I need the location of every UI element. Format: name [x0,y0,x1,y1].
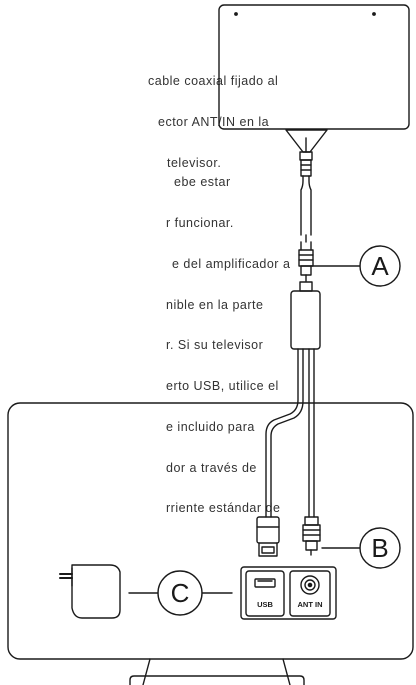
callout-a-label: A [371,251,389,281]
coax-plug-icon [302,516,321,556]
tv-back-icon [7,402,414,685]
instruction-line: cable coaxial fijado al [148,74,279,89]
instruction-step-2: ebe estar r funcionar. e del amplificado… [0,149,290,543]
callout-b [321,527,401,569]
instruction-line: r. Si su televisor [166,338,264,353]
amplifier-cables [265,348,315,518]
usb-port-label: USB [257,600,273,609]
amplifier-icon [290,281,321,350]
instruction-step-1: cable coaxial fijado al ector ANT/IN en … [0,48,278,198]
antenna-cable-icon [299,151,313,243]
antenna-panel-icon [218,4,410,153]
instruction-line: televisor. [167,155,222,170]
instruction-line: erto USB, utilice el [166,379,279,394]
usb-plug-icon [256,516,280,557]
instruction-line: nible en la parte [166,297,264,312]
usb-port-icon [245,570,285,617]
callout-c [128,570,233,616]
callout-c-label: C [171,578,190,608]
instruction-line: e incluido para [166,419,255,434]
ant-in-port-label: ANT IN [298,600,323,609]
coax-port-icon [289,570,331,617]
connector-a-icon [298,241,314,282]
port-panel [240,566,337,620]
instruction-line: r funcionar. [166,215,234,230]
callout-b-label: B [371,533,388,563]
instruction-line: rriente estándar de [166,501,281,516]
power-adapter-icon [59,564,121,619]
instruction-line: dor a través de [166,460,257,475]
instruction-line: ector ANT/IN en la [158,114,270,129]
instruction-line: ebe estar [174,175,231,190]
callout-a [310,245,401,287]
instruction-line: e del amplificador a [172,256,291,271]
